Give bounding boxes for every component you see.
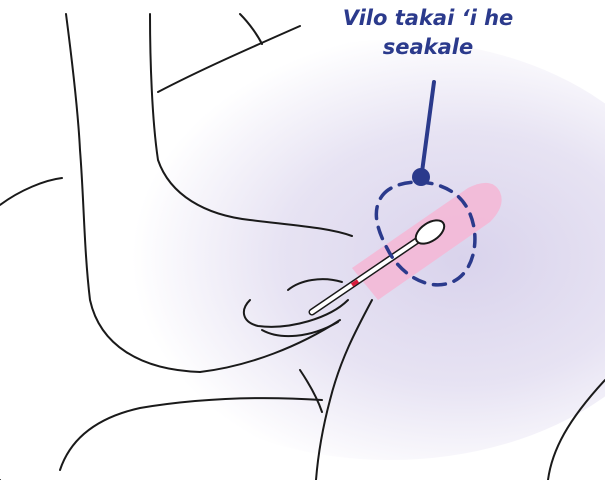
annotation-label: Vilo takai ʻi he seakale [312,4,544,62]
background-glow [90,40,605,460]
annotation-label-line-1: Vilo takai ʻi he [343,6,514,30]
back-contour-upper [240,14,262,44]
torso-left-edge [0,178,62,205]
annotation-label-line-2: seakale [383,35,474,59]
annotation-pointer-dot [412,168,430,186]
